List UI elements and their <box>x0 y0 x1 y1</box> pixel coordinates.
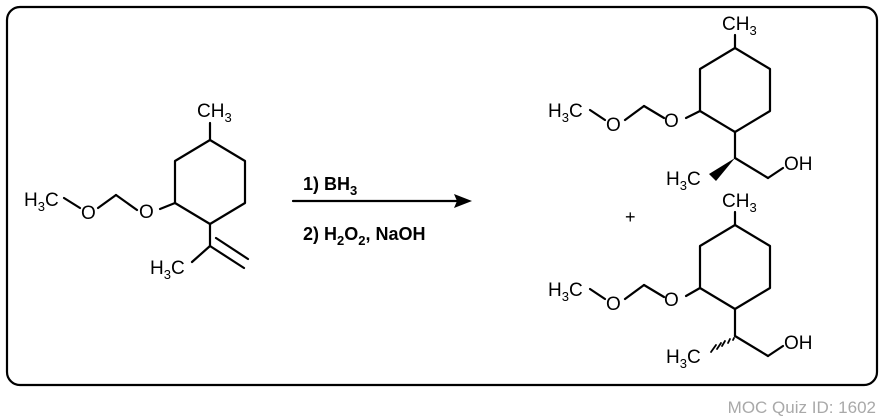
product-a-o-ch3-bond <box>588 108 607 122</box>
product-a-oxygen-2-label: O <box>664 111 679 132</box>
product-a-oxygen-1-label: O <box>606 115 621 136</box>
product-b-h3c-ether-label: H3C <box>548 280 583 304</box>
reagent-step-1: 1) BH3 <box>303 174 357 198</box>
product-a-h3c-label: H3C <box>666 169 701 193</box>
product-b-o-ch2-bond <box>642 283 666 299</box>
reaction-arrow-group: 1) BH3 2) H2O2, NaOH <box>291 174 472 248</box>
reactant-ring-o-bond <box>158 201 177 211</box>
reactant-alkene-double-bond <box>214 236 250 261</box>
product-a-ring-o-bond <box>684 109 702 120</box>
reactant-ch3-label: CH3 <box>197 101 232 125</box>
reactant-o-ch3-bond <box>62 196 82 210</box>
reaction-arrow-head <box>454 194 472 208</box>
reagent-step-2: 2) H2O2, NaOH <box>303 224 426 248</box>
product-a-molecule: CH3 H3C O O H3C OH <box>548 14 813 193</box>
product-b-ch-ch2-bond <box>733 334 770 358</box>
product-b-oh-label: OH <box>784 333 813 354</box>
reactant-oxygen-2-label: O <box>139 202 154 223</box>
product-b-ch2-o-bond <box>623 283 646 301</box>
reactant-oxygen-1-label: O <box>81 203 96 224</box>
scheme-frame <box>5 5 879 387</box>
product-b-h3c-label: H3C <box>666 347 701 371</box>
reactant-vinyl-methyl-bond <box>190 244 212 264</box>
product-a-oh-label: OH <box>784 154 813 175</box>
product-b-ring-o-bond <box>684 286 702 298</box>
product-a-wedge-bond <box>709 158 735 181</box>
plus-sign: + <box>625 207 636 227</box>
product-a-ch2-oh-bond <box>766 166 785 180</box>
product-b-oxygen-1-label: O <box>606 294 621 315</box>
reactant-h3c-ether-label: H3C <box>24 190 59 214</box>
quiz-id-label: MOC Quiz ID: 1602 <box>727 398 876 417</box>
product-a-h3c-ether-label: H3C <box>548 101 583 125</box>
reactant-alkene-bond <box>208 244 246 270</box>
product-b-oxygen-2-label: O <box>664 290 679 311</box>
product-b-ch3-label: CH3 <box>722 191 757 215</box>
product-a-ch2-o-bond <box>623 104 646 122</box>
product-a-ch-ch2-bond <box>733 156 770 180</box>
product-b-molecule: CH3 H3C O O H3C OH <box>548 191 813 371</box>
reactant-ch2-o-bond <box>96 193 118 210</box>
reactant-h3c-vinyl-label: H3C <box>150 258 185 282</box>
product-a-ring <box>698 46 772 134</box>
reactant-o-ch2-bond <box>114 193 139 212</box>
product-a-o-ch2-bond <box>642 104 666 120</box>
product-a-ch3-label: CH3 <box>722 14 757 38</box>
product-b-ch2-oh-bond <box>766 344 785 358</box>
product-b-ring <box>698 223 772 311</box>
product-b-o-ch3-bond <box>588 287 607 301</box>
reactant-molecule: CH3 H3C O O H3C <box>24 101 250 282</box>
product-b-hashed-bond <box>710 337 735 353</box>
reactant-ring <box>173 138 247 226</box>
